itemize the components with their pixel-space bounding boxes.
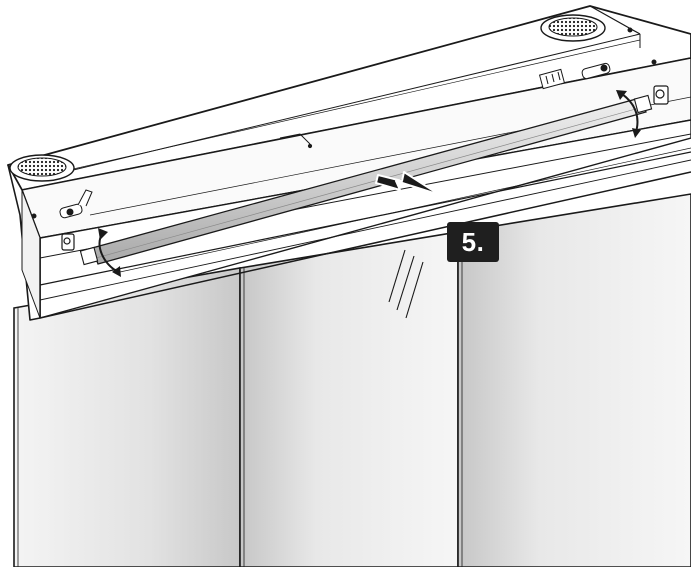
glass-reflection-icon (388, 249, 424, 319)
speaker-grille-icon (9, 154, 75, 182)
hardware-details (31, 27, 657, 219)
mirror-door-middle (239, 231, 459, 568)
fluorescent-tube (79, 94, 653, 266)
light-housing (7, 5, 691, 321)
push-arrow-icon (375, 171, 441, 196)
speaker-grille-icon-right (540, 14, 606, 42)
mirror-door-right (457, 193, 691, 568)
rotate-arrows-icon (98, 228, 121, 277)
mirror-doors (13, 193, 691, 568)
step-number-badge: 5. (447, 222, 499, 262)
rotate-arrows-icon-right (616, 90, 641, 138)
lamp-holders (61, 85, 669, 251)
